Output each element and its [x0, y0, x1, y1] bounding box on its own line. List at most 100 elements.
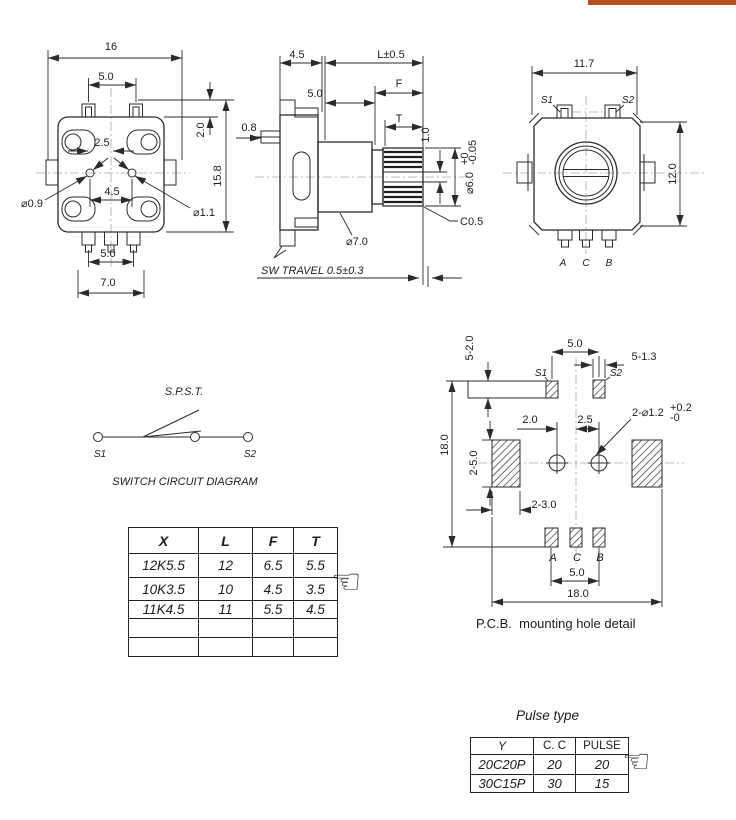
table-cell	[252, 637, 294, 657]
pcb-dim-bottom-pitch: 5.0	[550, 548, 600, 586]
table-row: 10K3.5 10 4.5 3.5	[128, 577, 338, 601]
table-cell: 12K5.5	[128, 553, 199, 578]
dim-5-0-pcb-top: 5.0	[567, 338, 582, 350]
dim-5-1-3: 5-1.3	[631, 351, 656, 363]
pcb-dim-width: 18.0	[491, 489, 663, 607]
dim-hole-left: ⌀0.9	[21, 198, 43, 210]
pcb-detail-drawing: 5-2.0 S1 S2 5.0 5-1.3 2.0 2.5	[439, 335, 692, 607]
pcb-pads	[446, 379, 663, 548]
table-cell: 15	[575, 774, 629, 793]
dim-shaft-tol-lo: -0.05	[467, 140, 479, 165]
header-cc: C. C	[533, 737, 576, 755]
pcb-holes	[546, 452, 610, 474]
side-dim-body: 5.0	[307, 88, 375, 107]
circuit-diagram: S.P.S.T. S1 S2 SWITCH CIRCUIT DIAGRAM	[93, 386, 259, 488]
pad-s1	[545, 380, 559, 399]
front-dim-hole-offset: 2.5	[68, 137, 134, 155]
front-body-outline	[45, 103, 177, 253]
front-dim-hole-span: 4.5	[89, 179, 133, 207]
dim-2-0: 2.0	[195, 122, 207, 137]
side-dim-shaft-dia: ⌀6.0 +0 -0.05	[425, 140, 479, 207]
side-dim-flat: F	[374, 78, 423, 145]
pad-left	[491, 439, 521, 488]
rear-dim-width: 11.7	[531, 58, 638, 115]
table-cell: 6.5	[252, 553, 294, 578]
pcb-c: C	[573, 552, 581, 564]
pad-s2	[592, 379, 606, 399]
table-cell: 11K4.5	[128, 600, 199, 619]
header-x: X	[128, 527, 199, 554]
table-cell: 3.5	[293, 577, 338, 601]
circuit-s1: S1	[94, 449, 106, 460]
front-hole-leaders: ⌀0.9 ⌀1.1	[21, 157, 215, 219]
side-dim-depth: 4.5	[279, 49, 323, 112]
pcb-dim-side-pad-width: 2-3.0	[466, 491, 557, 515]
front-dim-pin-height: 2.0	[138, 82, 234, 138]
rear-body-outline	[516, 104, 656, 248]
pulse-table-title: Pulse type	[515, 708, 580, 723]
side-view-drawing: 4.5 L±0.5 F 5.0 T 1.0	[255, 49, 483, 287]
shaft-knurl	[383, 150, 423, 204]
label-s2: S2	[622, 95, 635, 106]
dim-holes: 2-⌀1.2	[632, 407, 664, 419]
table-cell: 20C20P	[470, 754, 534, 775]
pcb-dim-rows-height: 5-2.0	[464, 335, 492, 417]
dim-5-0-pcb-bottom: 5.0	[569, 567, 584, 579]
side-body-outline	[255, 99, 424, 259]
label-s1: S1	[541, 95, 553, 106]
dim-body-dia: ⌀7.0	[346, 236, 368, 248]
table-cell: 4.5	[252, 577, 294, 601]
pointing-hand-icon: ☜	[622, 742, 651, 780]
table-cell	[128, 618, 199, 638]
sw-travel-label: SW TRAVEL 0.5±0.3	[261, 265, 364, 277]
dim-0-8: 0.8	[241, 122, 256, 134]
front-centerlines	[36, 88, 190, 270]
pcb-b: B	[596, 552, 603, 564]
table-header-row: Y C. C PULSE	[470, 737, 629, 755]
side-sw-travel: SW TRAVEL 0.5±0.3	[257, 265, 462, 287]
pcb-dim-hole-offsets: 2.0 2.5	[517, 414, 600, 452]
dim-4-5: 4.5	[104, 186, 119, 198]
header-f: F	[252, 527, 294, 554]
table-cell: 30	[533, 774, 576, 793]
label-a: A	[559, 258, 567, 269]
pcb-dim-height: 18.0	[439, 381, 545, 548]
dim-1-0: 1.0	[420, 127, 432, 142]
table-row: 11K4.5 11 5.5 4.5	[128, 600, 338, 619]
dim-shaft-tol-hi: +0	[459, 152, 471, 165]
dim-holes-tol-lo: -0	[670, 412, 680, 424]
circuit-caption: SWITCH CIRCUIT DIAGRAM	[112, 476, 258, 488]
table-cell	[198, 618, 253, 638]
dim-hole-right: ⌀1.1	[193, 207, 215, 219]
dim-18-0-bottom: 18.0	[567, 588, 588, 600]
side-dim-slot: 1.0	[420, 127, 447, 204]
pcb-caption: P.C.B. mounting hole detail	[476, 616, 636, 631]
table-cell: 11	[198, 600, 253, 619]
table-cell: 5.5	[252, 600, 294, 619]
front-dim-width: 16	[47, 41, 183, 160]
front-dim-pin-pitch: 5.0	[88, 71, 137, 102]
table-cell: 30C15P	[470, 774, 534, 793]
dim-L: L±0.5	[377, 49, 404, 61]
dim-2-5-pcb: 2.5	[577, 414, 592, 426]
side-body-dia-label: ⌀7.0	[339, 212, 368, 248]
table-row: 20C20P 20 20	[470, 754, 629, 775]
table-header-row: X L F T	[128, 527, 338, 554]
table-row: 30C15P 30 15	[470, 774, 629, 793]
side-dim-length: L±0.5	[324, 49, 424, 285]
rear-dim-height: 12.0	[640, 121, 687, 227]
label-b: B	[606, 258, 613, 269]
table-cell: 10	[198, 577, 253, 601]
dim-15-8: 15.8	[212, 165, 224, 186]
rear-centerlines	[503, 96, 707, 254]
pad-c	[569, 527, 583, 548]
dim-2-5: 2.5	[94, 137, 109, 149]
dim-11-7: 11.7	[574, 58, 595, 70]
circuit-s2: S2	[244, 449, 257, 460]
table-cell	[252, 618, 294, 638]
side-chamfer-label: C0.5	[423, 206, 483, 228]
dim-12-0: 12.0	[667, 163, 679, 184]
dim-5-2-0: 5-2.0	[464, 335, 476, 360]
dim-7-0: 7.0	[100, 277, 115, 289]
table-cell: 12	[198, 553, 253, 578]
